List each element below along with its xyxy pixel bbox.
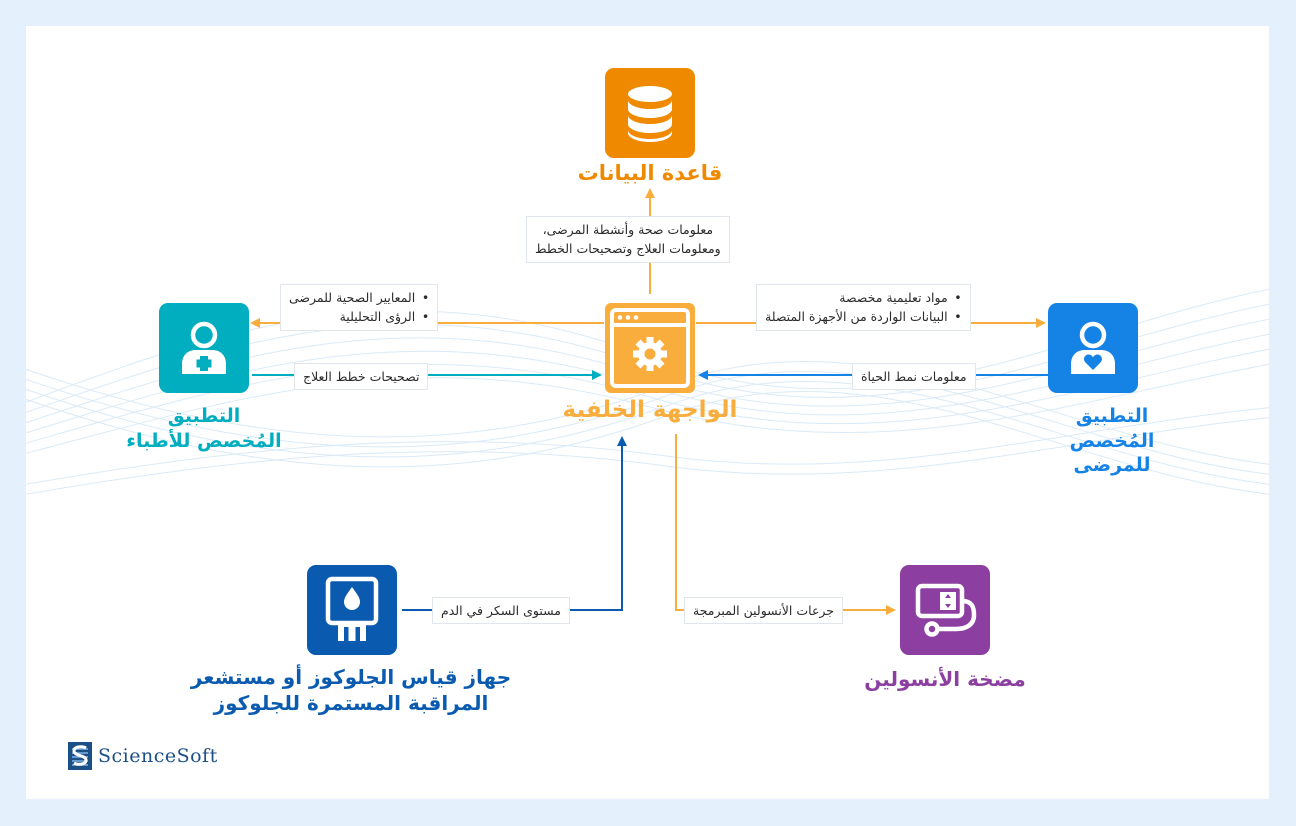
patient-icon [1071,321,1115,374]
sciencesoft-logo-icon [68,742,92,770]
label-backend-to-patient: مواد تعليمية مخصصة البيانات الواردة من ا… [756,284,971,331]
backend-title: الواجهة الخلفية [562,397,738,423]
glucose-device-tile [307,565,397,655]
brand-name: ScienceSoft [98,745,218,767]
label-backend-to-doctor: المعايير الصحية للمرضى الرؤى التحليلية [280,284,439,331]
title-line: التطبيق المُخصص [1069,405,1155,452]
label-line: ومعلومات العلاج وتصحيحات الخطط [535,241,721,257]
insulin-pump-tile [900,565,990,655]
label-item: البيانات الواردة من الأجهزة المتصلة [765,307,961,327]
label-doctor-to-backend: تصحيحات خطط العلاج [294,363,429,391]
arrow-device-to-backend [402,436,627,611]
database-icon [628,86,672,142]
doctor-app-tile [159,303,249,393]
label-backend-to-database: معلومات صحة وأنشطة المرضى، ومعلومات العل… [526,216,730,263]
doctor-app-title: التطبيق المُخصص للأطباء [104,404,304,453]
doctor-icon [182,321,226,374]
backend-tile [605,303,695,393]
title-line: المُخصص للأطباء [126,429,282,452]
patient-app-title: التطبيق المُخصص للمرضى [1032,404,1192,478]
label-device-to-backend: مستوى السكر في الدم [432,597,570,625]
label-item: الرؤى التحليلية [289,307,430,327]
glucose-device-title: جهاز قياس الجلوكوز أو مستشعر المراقبة ال… [186,664,516,716]
browser-gear-icon [610,308,690,388]
brand-logo: ScienceSoft [68,742,218,770]
insulin-pump-icon [915,583,977,637]
title-line: جهاز قياس الجلوكوز أو مستشعر [190,665,512,689]
label-item: المعايير الصحية للمرضى [289,288,429,308]
title-line: للمرضى [1073,454,1151,477]
label-item: مواد تعليمية مخصصة [765,288,961,308]
label-line: معلومات صحة وأنشطة المرضى، [542,222,714,237]
glucose-meter-icon [325,576,379,641]
database-title: قاعدة البيانات [577,161,723,185]
label-patient-to-backend: معلومات نمط الحياة [852,363,976,391]
database-tile [605,68,695,158]
patient-app-tile [1048,303,1138,393]
label-backend-to-pump: جرعات الأنسولين المبرمجة [684,597,844,625]
insulin-pump-title: مضخة الأنسولين [864,667,1026,691]
diagram-canvas: قاعدة البيانات معلومات صحة وأنشطة المرضى… [26,26,1269,799]
title-line: التطبيق [167,405,241,427]
title-line: المراقبة المستمرة للجلوكوز [213,691,489,715]
